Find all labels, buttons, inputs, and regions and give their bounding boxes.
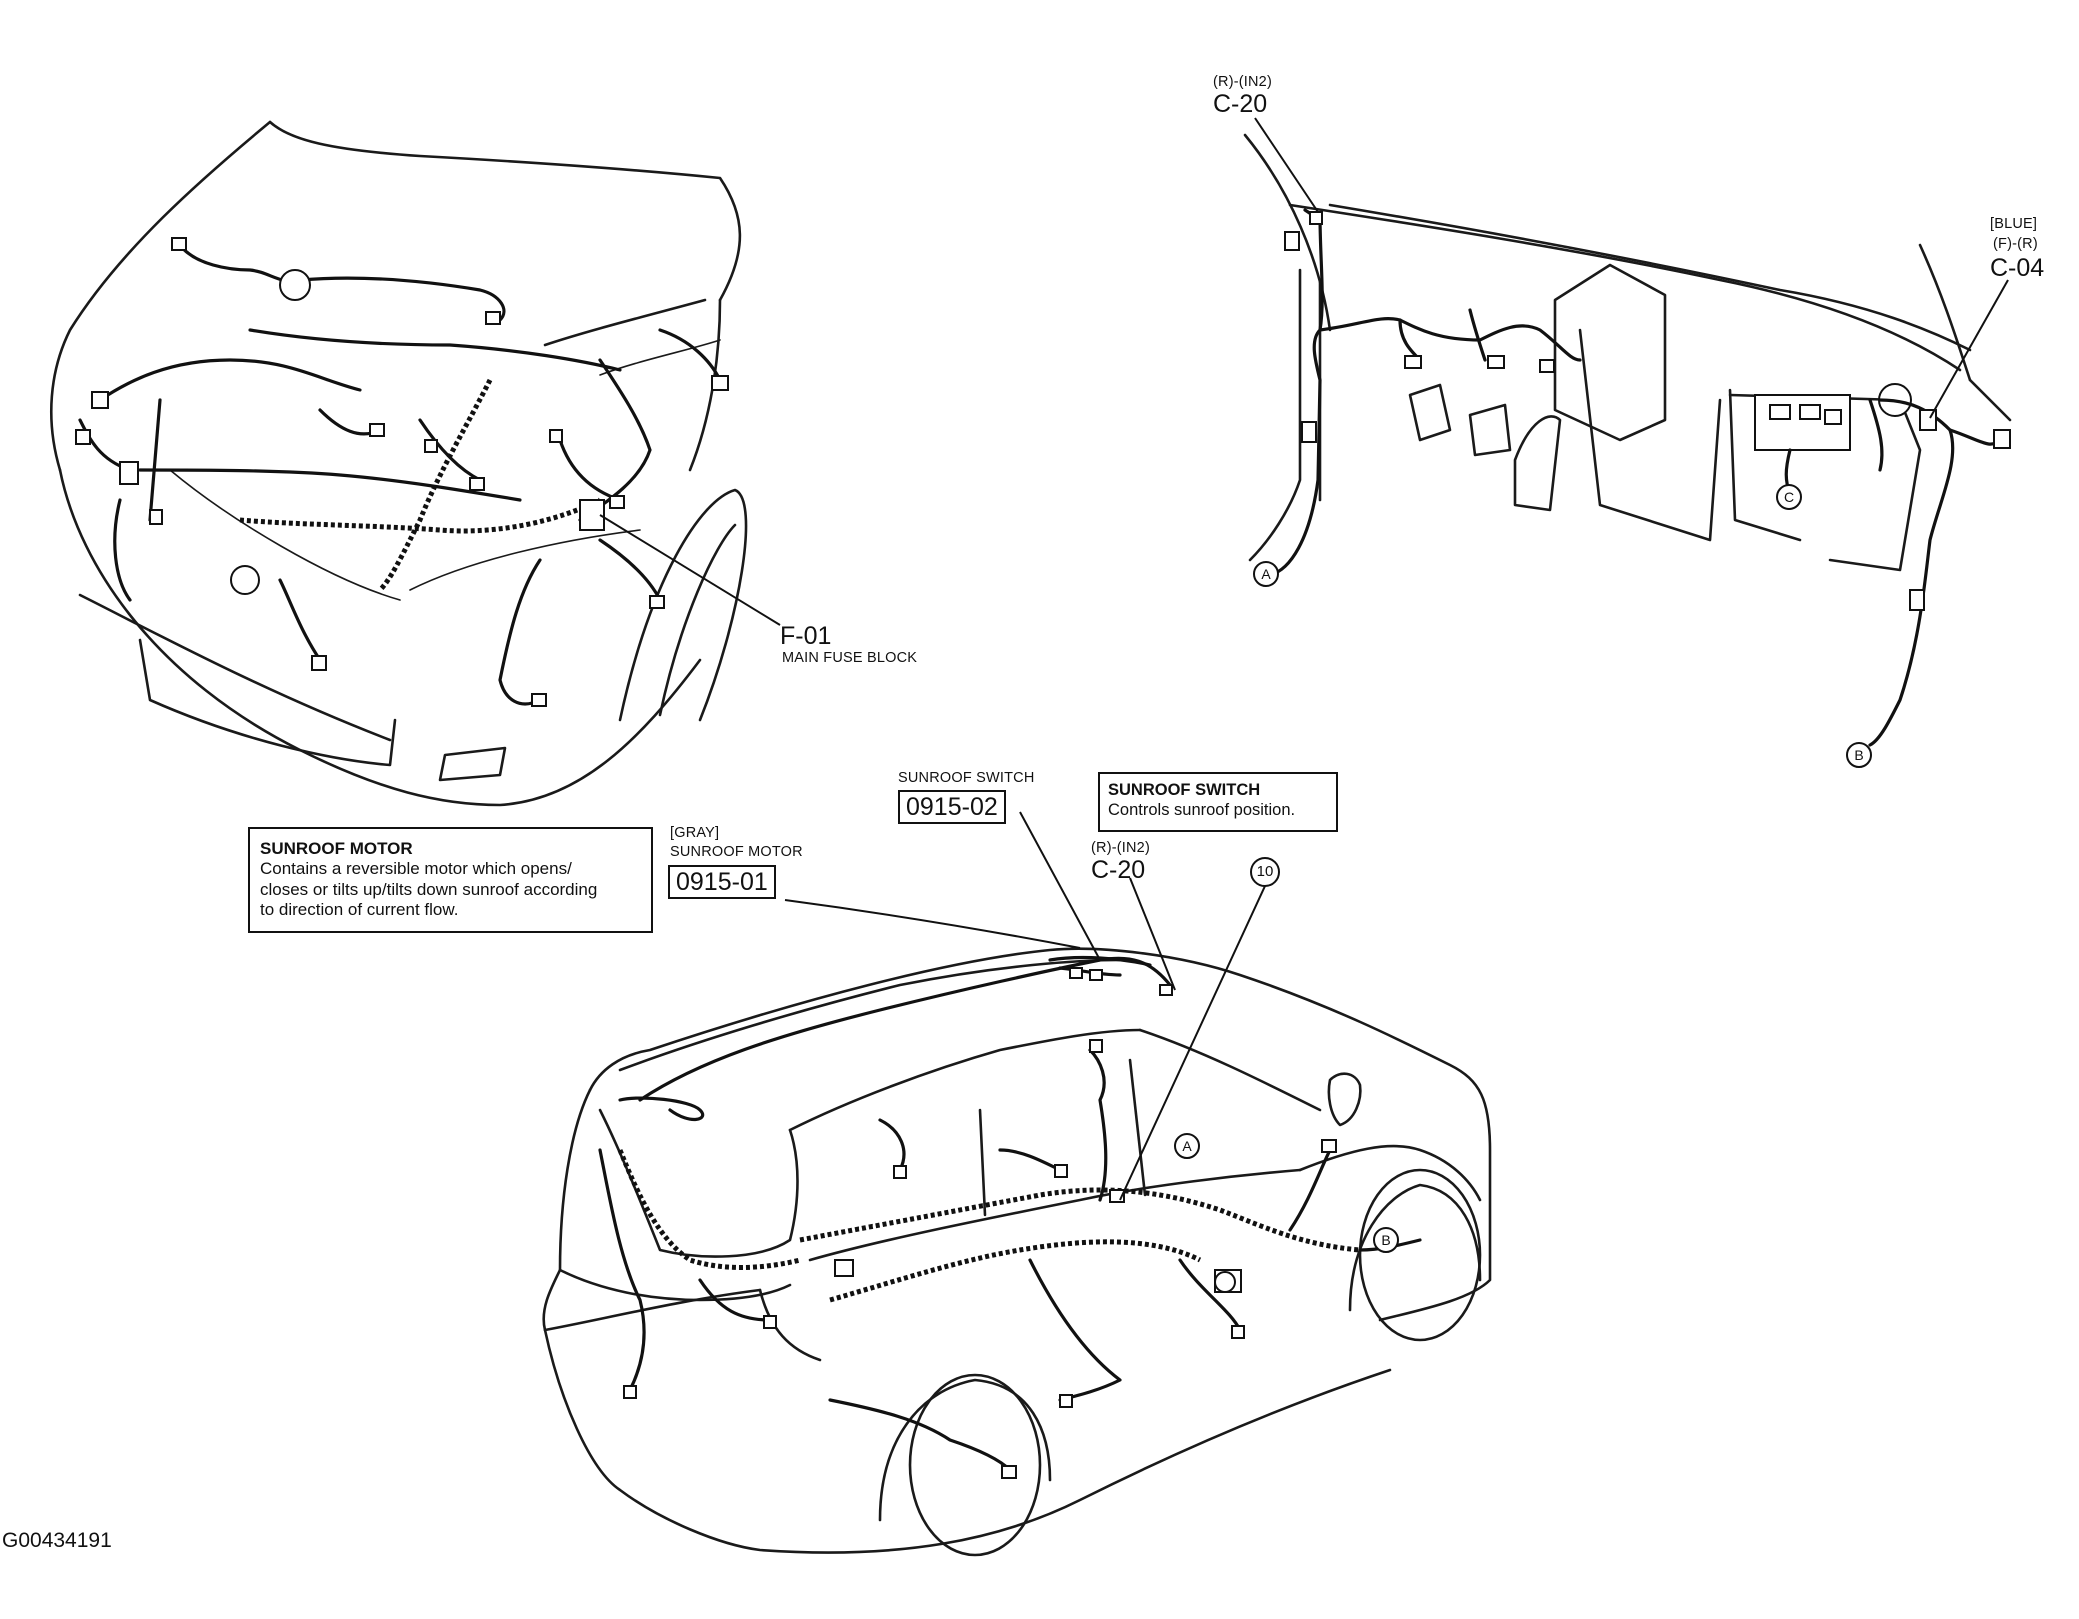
dashboard-view: [1243, 117, 2012, 747]
sunroof-switch-note-body: Controls sunroof position.: [1108, 800, 1296, 819]
sunroof-switch-note-title: SUNROOF SWITCH: [1108, 781, 1261, 799]
c04-code: C-04: [1990, 254, 2045, 282]
marker-a-bottom: A: [1174, 1133, 1200, 1159]
c04-spec: (F)-(R): [1993, 236, 2038, 252]
marker-a-top: A: [1253, 561, 1279, 587]
sunroof-switch-note: SUNROOF SWITCH Controls sunroof position…: [1098, 772, 1338, 832]
c04-color: [BLUE]: [1990, 216, 2038, 232]
vehicle-view: [542, 811, 1492, 1557]
marker-b-top: B: [1846, 742, 1872, 768]
c20-top-code: C-20: [1213, 90, 1268, 118]
sunroof-motor-note: SUNROOF MOTOR Contains a reversible moto…: [248, 827, 653, 933]
f01-name: MAIN FUSE BLOCK: [782, 650, 918, 666]
c20-top-spec: (R)-(IN2): [1213, 74, 1272, 90]
figure-id: G00434191: [2, 1529, 112, 1552]
sunroof-motor-code: 0915-01: [668, 865, 776, 900]
sunroof-motor-caption: SUNROOF MOTOR: [670, 844, 803, 860]
marker-b-bottom: B: [1373, 1227, 1399, 1253]
sunroof-motor-note-title: SUNROOF MOTOR: [260, 839, 413, 858]
c20-bottom-spec: (R)-(IN2): [1091, 840, 1150, 856]
c20-bottom-code: C-20: [1091, 856, 1146, 884]
sunroof-switch-code: 0915-02: [898, 790, 1006, 825]
callout-10: 10: [1250, 857, 1280, 887]
engine-bay-view: [49, 120, 781, 807]
marker-c-top: C: [1776, 484, 1802, 510]
sunroof-motor-note-body: Contains a reversible motor which opens/…: [260, 859, 598, 920]
f01-code: F-01: [780, 622, 832, 650]
sunroof-switch-caption: SUNROOF SWITCH: [898, 770, 1035, 786]
sunroof-motor-color: [GRAY]: [670, 825, 720, 841]
